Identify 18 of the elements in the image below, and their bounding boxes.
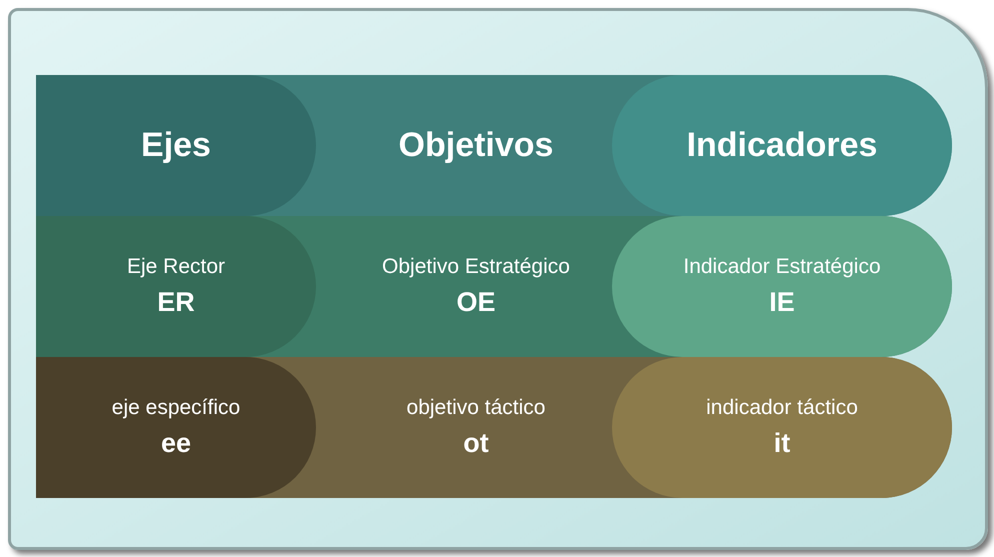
- cell-abbreviation: it: [774, 427, 790, 460]
- oval-cell: [36, 75, 316, 216]
- cell-label: Indicador Estratégico: [683, 254, 881, 280]
- column-heading: Ejes: [141, 125, 211, 166]
- cell-label: Eje Rector: [126, 254, 226, 280]
- cell-abbreviation: ee: [160, 427, 192, 460]
- oval-cell: [36, 216, 316, 357]
- cell-label: objetivo táctico: [406, 394, 546, 420]
- cell-label: eje específico: [112, 394, 240, 420]
- oval-cell: [36, 357, 316, 498]
- cell-abbreviation: ot: [463, 427, 489, 460]
- cell-label: indicador táctico: [706, 394, 858, 420]
- cell-abbreviation: IE: [769, 286, 795, 319]
- column-heading: Indicadores: [686, 125, 878, 166]
- cell-label: Objetivo Estratégico: [382, 254, 570, 280]
- cell-abbreviation: OE: [456, 286, 496, 319]
- column-heading: Objetivos: [398, 125, 554, 166]
- cell-abbreviation: ER: [157, 286, 195, 319]
